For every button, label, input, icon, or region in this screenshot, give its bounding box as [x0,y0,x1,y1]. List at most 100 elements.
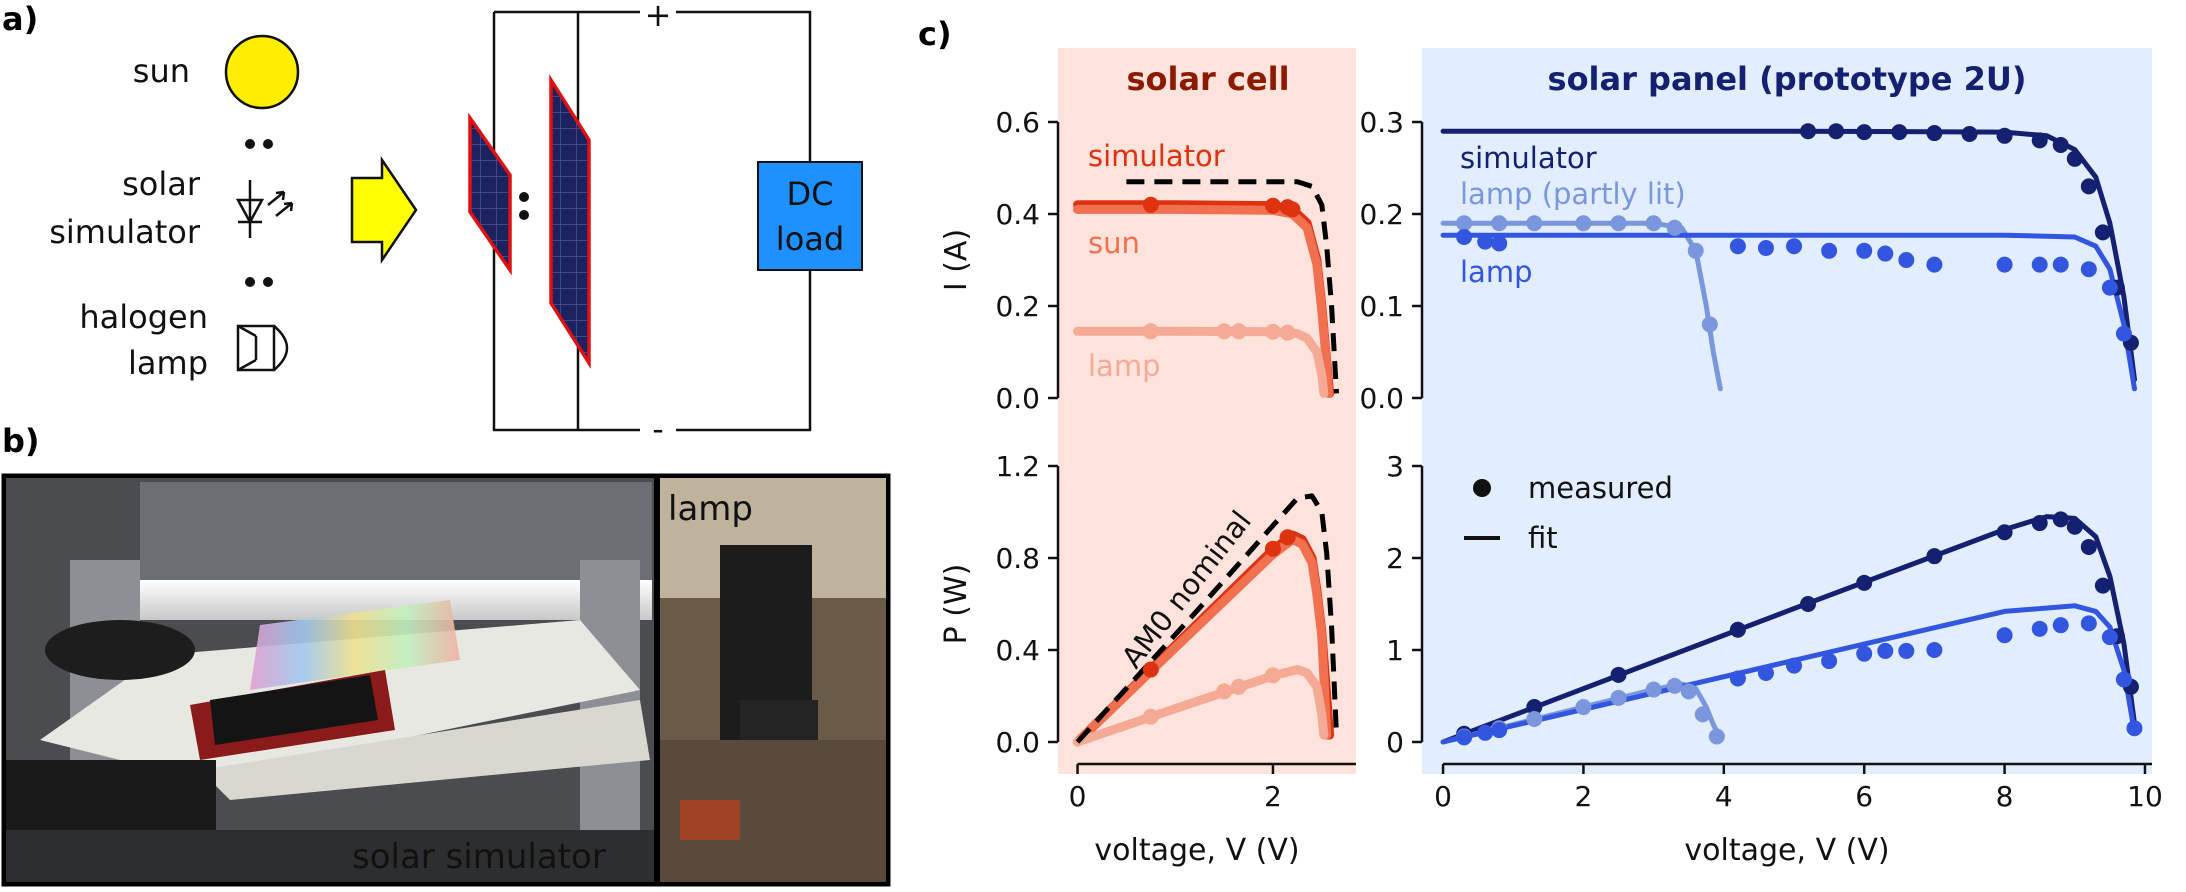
data-point-1-lamp-13 [2052,256,2069,273]
data-point-3-simulator-8 [2031,515,2048,532]
data-point-0-lamp-1 [1216,323,1233,340]
annotation-sun: sun [1088,226,1140,260]
y-tick-label-3-3: 3 [1386,450,1404,483]
data-point-3-simulator-7 [1996,524,2013,541]
data-point-3-lamp-10 [1926,642,1943,658]
y-axis-title-2: P (W) [939,564,974,645]
dc-load-box [757,161,863,271]
data-point-0-lamp-0 [1142,323,1159,340]
data-point-1-lamp-16 [2115,325,2132,342]
data-point-3-lamp-3 [1729,670,1746,687]
data-point-3-lamp-17 [2126,720,2143,737]
solar-simulator-photo-label: solar simulator [352,837,606,877]
dc-load-label-line2: load [776,220,844,258]
data-point-1-simulator-3 [1891,124,1908,141]
lamp-photo-label: lamp [668,489,753,529]
data-point-0-simulator-0 [1142,196,1159,213]
data-point-1-lamp-3 [1729,238,1746,255]
x-axis-title-2: voltage, V (V) [1094,833,1299,868]
x-axis-title-3: voltage, V (V) [1684,833,1889,868]
data-point-1-lamp-partly-lit--2 [1526,215,1543,232]
data-point-1-simulator-8 [2052,137,2069,153]
data-point-3-simulator-2 [1610,666,1627,683]
data-point-0-lamp-4 [1279,324,1296,341]
solar-cell-title: solar cell [1126,60,1289,98]
halogen-lamp-icon [236,324,289,372]
data-point-0-simulator-3 [1284,201,1301,218]
data-point-3-simulator-5 [1856,574,1873,591]
data-point-3-lamp-2 [1491,722,1508,739]
data-point-3-lamp-partly-lit--3 [1575,699,1592,716]
data-point-3-lamp-8 [1877,642,1894,659]
schematic: sun solar simulator halogen lamp [49,0,863,448]
data-point-3-lamp-partly-lit--8 [1694,706,1711,723]
data-point-3-lamp-partly-lit--5 [1645,681,1662,698]
data-point-3-lamp-6 [1821,653,1838,670]
data-point-3-simulator-4 [1800,596,1817,612]
sun-icon [224,34,300,110]
series-line-2-am0-nominal [1075,493,1339,744]
y-tick-label-1-0: 0.0 [1359,382,1404,415]
halogen-label-line1: halogen [79,298,208,336]
data-point-3-simulator-6 [1926,548,1943,565]
dots-1 [245,139,273,149]
data-point-1-lamp-partly-lit--5 [1645,215,1662,232]
data-point-1-simulator-7 [2031,132,2048,149]
data-point-1-lamp-2 [1491,235,1508,252]
data-point-3-lamp-partly-lit--4 [1610,689,1627,706]
data-point-2-simulator-0 [1142,661,1159,678]
data-point-1-lamp-14 [2080,261,2097,278]
data-point-2-lamp-1 [1216,683,1233,700]
data-point-3-lamp-13 [2052,617,2069,634]
x-tick-label-3-1: 2 [1575,780,1593,813]
data-point-3-simulator-12 [2094,577,2111,594]
data-point-1-simulator-0 [1800,123,1817,140]
data-point-3-lamp-4 [1757,665,1774,681]
plot-1: 0.00.10.20.3 [1359,106,2139,415]
minus-gap [640,425,676,435]
data-point-3-lamp-partly-lit--7 [1680,683,1697,700]
data-point-1-simulator-10 [2080,178,2097,195]
plots: 0.00.20.40.6I (A)0.00.10.20.30.00.40.81.… [939,106,2163,868]
x-tick-label-3-2: 4 [1715,780,1733,813]
data-point-1-lamp-partly-lit--8 [1701,316,1718,333]
y-tick-label-2-2: 0.8 [995,542,1040,575]
solar-cell-background [1058,48,1356,774]
x-tick-label-2-1: 2 [1264,780,1282,813]
led-diode-icon [235,180,294,238]
data-point-1-lamp-12 [2031,256,2048,273]
y-tick-label-1-2: 0.2 [1359,198,1404,231]
series-line-0-lamp [1073,326,1329,398]
data-point-1-lamp-partly-lit--0 [1456,215,1473,232]
data-point-1-lamp-partly-lit--7 [1687,242,1704,259]
x-tick-label-3-4: 8 [1996,780,2014,813]
data-point-3-lamp-partly-lit--2 [1526,711,1543,727]
data-point-0-lamp-2 [1230,323,1247,340]
solar-panel-background [1422,48,2152,774]
panel-label-a: a) [2,0,38,38]
data-point-1-lamp-5 [1786,238,1803,255]
data-point-3-simulator-1 [1526,699,1543,716]
data-point-1-simulator-5 [1961,125,1978,142]
y-tick-label-3-0: 0 [1386,726,1404,759]
y-tick-label-3-2: 2 [1386,542,1404,575]
data-point-1-simulator-2 [1856,124,1873,141]
annotation-panel-simulator: simulator [1460,141,1597,175]
x-tick-label-3-3: 6 [1855,780,1873,813]
x-tick-label-2-0: 0 [1069,780,1087,813]
data-point-1-lamp-1 [1477,233,1494,250]
x-tick-label-3-5: 10 [2127,780,2163,813]
y-tick-label-0-0: 0.0 [995,382,1040,415]
data-point-3-simulator-3 [1729,621,1746,638]
series-line-0-sun [1073,204,1334,398]
data-point-3-lamp-11 [1996,627,2013,644]
sun-label: sun [133,52,190,90]
data-point-1-lamp-6 [1821,242,1838,259]
series-line-3-lamp [1440,603,2137,745]
data-point-1-lamp-8 [1877,245,1894,262]
legend-fit-label: fit [1528,521,1558,555]
data-point-1-lamp-15 [2101,279,2118,296]
single-cell-icon [468,112,512,276]
data-point-1-lamp-0 [1456,229,1473,245]
data-point-1-lamp-partly-lit--4 [1610,215,1627,232]
